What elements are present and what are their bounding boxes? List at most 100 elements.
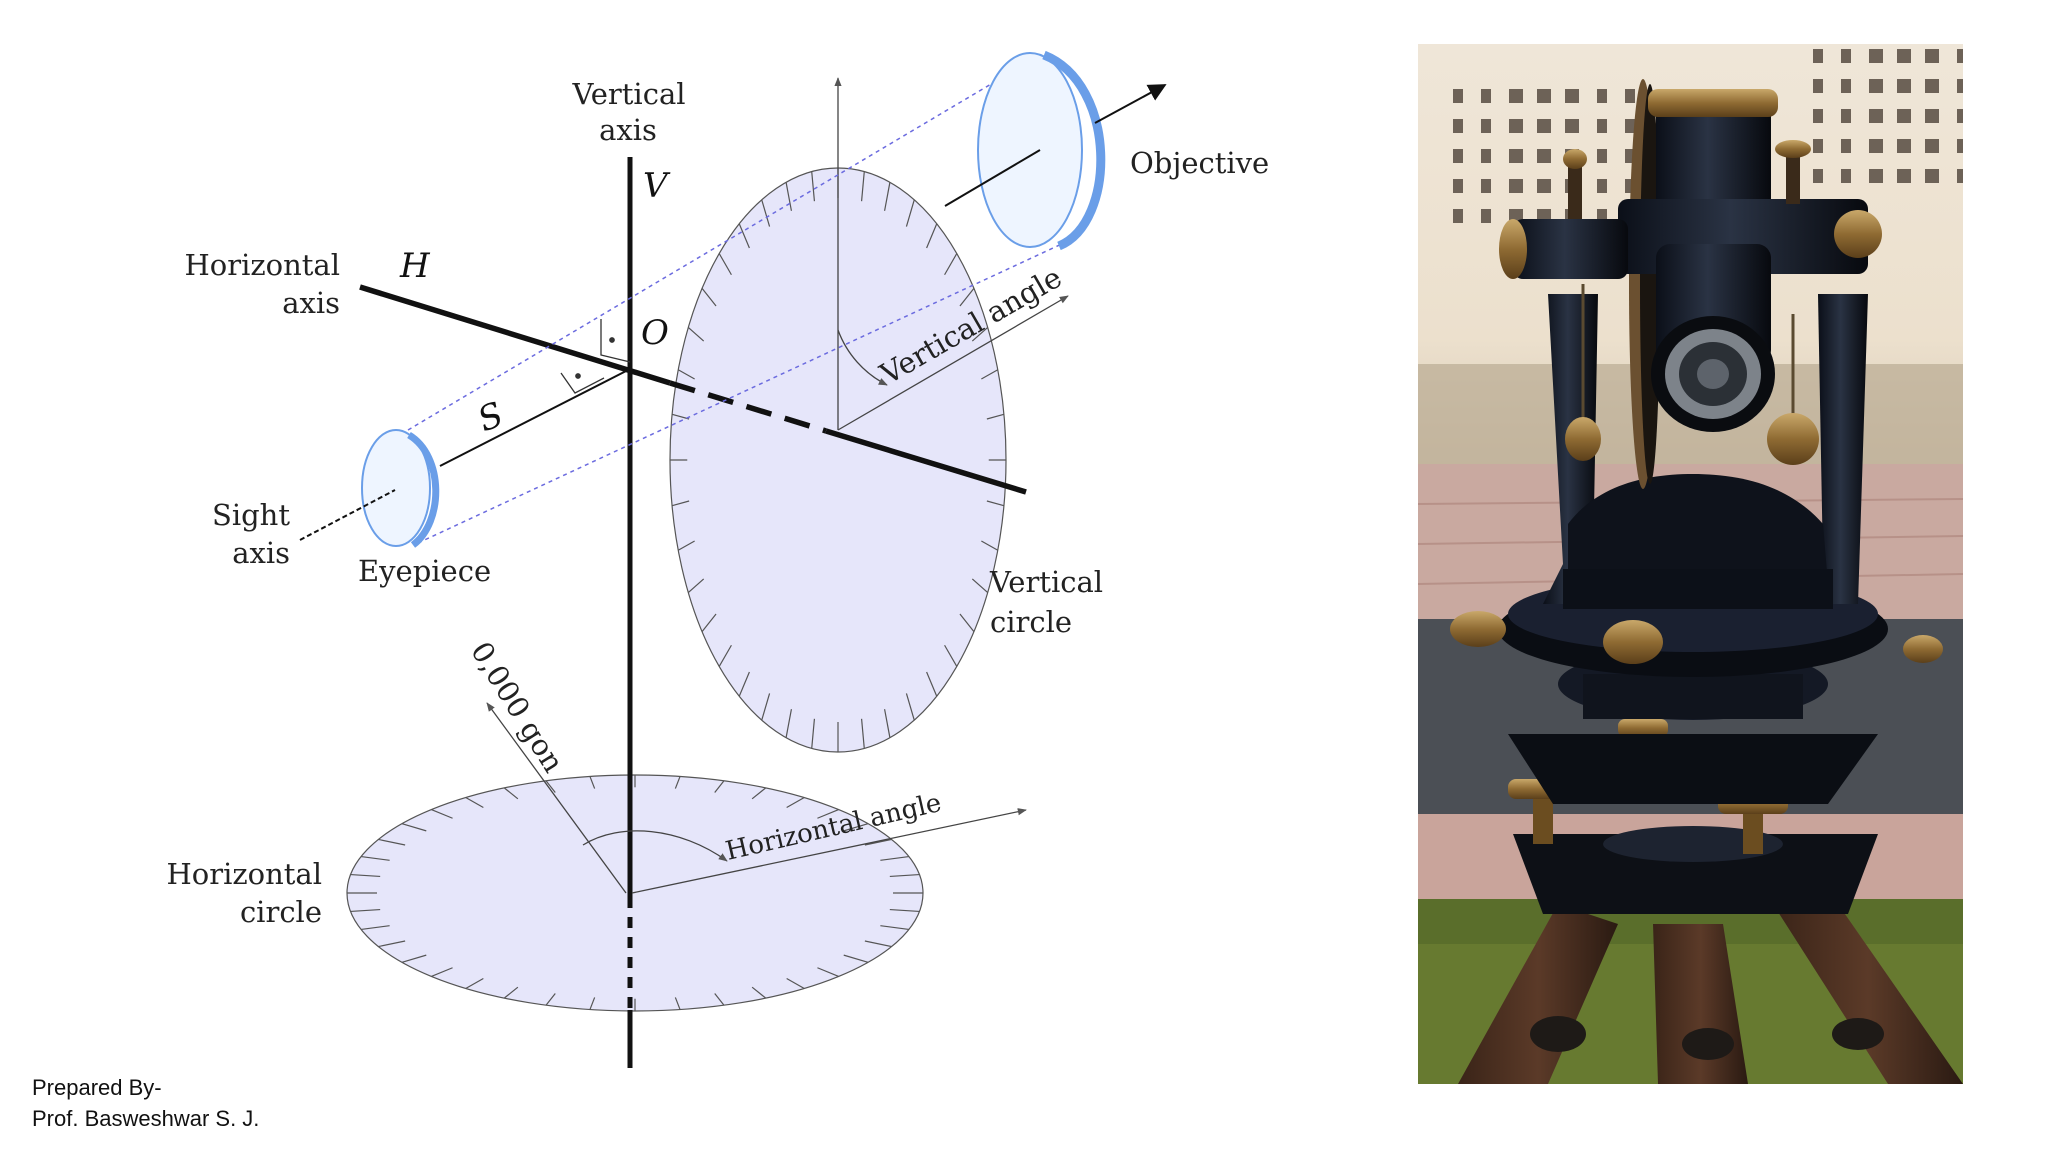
graduation-tick bbox=[944, 253, 958, 276]
graduation-tick bbox=[677, 369, 695, 380]
graduation-tick bbox=[880, 855, 909, 861]
wall-vent-hole bbox=[1625, 89, 1635, 103]
graduation-tick bbox=[738, 671, 750, 697]
vertical-axis-label-line2: axis bbox=[599, 113, 657, 147]
horizontal-axis-label-line2: axis bbox=[282, 286, 340, 320]
horizontal-angle-direction-line bbox=[631, 808, 1027, 894]
graduation-tick bbox=[401, 823, 427, 832]
wall-vent-hole bbox=[1957, 139, 1963, 153]
wall-vent-hole bbox=[1453, 179, 1463, 193]
graduation-tick bbox=[905, 693, 915, 721]
graduation-tick bbox=[701, 613, 717, 633]
graduation-tick bbox=[880, 925, 909, 931]
sight-axis-label-line2: axis bbox=[232, 536, 290, 570]
wall-vent-hole bbox=[1625, 149, 1635, 163]
graduation-tick bbox=[944, 644, 958, 667]
origin-point-label: O bbox=[641, 313, 669, 353]
wall-vent-hole bbox=[1957, 109, 1963, 123]
graduation-tick bbox=[986, 500, 1005, 507]
graduation-tick bbox=[589, 776, 596, 789]
wall-vent-hole bbox=[1841, 139, 1851, 153]
wall-vent-hole bbox=[1901, 109, 1911, 123]
wall-vent-hole bbox=[1513, 149, 1523, 163]
graduation-tick bbox=[431, 967, 453, 977]
graduation-tick bbox=[817, 809, 839, 819]
theodolite-photo bbox=[1418, 44, 1963, 1084]
graduation-tick bbox=[350, 908, 381, 913]
graduation-tick bbox=[761, 693, 771, 721]
wall-vent-hole bbox=[1513, 179, 1523, 193]
graduation-tick bbox=[687, 578, 705, 594]
wall-vent-hole bbox=[1813, 109, 1823, 123]
wall-vent-hole bbox=[1873, 169, 1883, 183]
graduation-tick bbox=[981, 540, 999, 551]
wall-vent-hole bbox=[1481, 119, 1491, 133]
sight-axis-label-line1: Sight bbox=[212, 498, 290, 532]
wall-vent-hole bbox=[1625, 119, 1635, 133]
vertical-circle-label-line2: circle bbox=[990, 605, 1072, 639]
graduation-tick bbox=[401, 954, 427, 963]
horizontal-axis-far-line bbox=[825, 428, 1027, 495]
wall-vent-hole bbox=[1873, 139, 1883, 153]
wall-vent-hole bbox=[1597, 89, 1607, 103]
graduation-tick bbox=[503, 986, 519, 999]
wall-vent-hole bbox=[1841, 49, 1851, 63]
zero-gon-label: 0,000 gon bbox=[464, 636, 571, 779]
credit-block: Prepared By- Prof. Basweshwar S. J. bbox=[32, 1072, 259, 1134]
graduation-tick bbox=[889, 908, 920, 913]
graduation-tick bbox=[718, 644, 732, 667]
wall-vent-hole bbox=[1597, 149, 1607, 163]
graduation-tick bbox=[785, 709, 793, 738]
wall-vent-hole bbox=[1957, 49, 1963, 63]
wall-vent-hole bbox=[1513, 209, 1523, 223]
graduation-tick bbox=[785, 182, 793, 211]
graduation-tick bbox=[378, 940, 406, 948]
graduation-tick bbox=[883, 182, 891, 211]
graduation-tick bbox=[959, 287, 975, 307]
wall-vent-hole bbox=[1541, 209, 1551, 223]
wall-vent-hole bbox=[1873, 109, 1883, 123]
wall-vent-hole bbox=[1957, 169, 1963, 183]
graduation-tick bbox=[738, 223, 750, 249]
graduation-tick bbox=[431, 809, 453, 819]
graduation-tick bbox=[589, 997, 596, 1010]
graduation-tick bbox=[971, 326, 989, 342]
graduation-tick bbox=[786, 797, 805, 809]
graduation-tick bbox=[926, 223, 938, 249]
vertical-axis-label-line1: Vertical bbox=[571, 77, 685, 111]
horizontal-angle-arc bbox=[582, 830, 728, 862]
horizontal-axis-label-line1: Horizontal bbox=[184, 248, 340, 282]
graduation-tick bbox=[545, 780, 556, 793]
graduation-tick bbox=[545, 993, 556, 1006]
wall-vent-hole bbox=[1597, 119, 1607, 133]
wall-vent-hole bbox=[1901, 79, 1911, 93]
wall-vent-hole bbox=[1901, 49, 1911, 63]
wall-vent-hole bbox=[1541, 179, 1551, 193]
graduation-tick bbox=[860, 171, 865, 202]
graduation-tick bbox=[350, 873, 381, 878]
graduation-tick bbox=[503, 787, 519, 800]
telescope-tube-lower-guide bbox=[417, 241, 1067, 544]
graduation-tick bbox=[889, 873, 920, 878]
eyepiece-label: Eyepiece bbox=[358, 554, 491, 588]
horizontal-circle-label-line1: Horizontal bbox=[166, 857, 322, 891]
zero-gon-direction-line bbox=[486, 702, 627, 894]
graduation-tick bbox=[378, 838, 406, 846]
graduation-tick bbox=[701, 287, 717, 307]
credit-author-name: Prof. Basweshwar S. J. bbox=[32, 1106, 260, 1131]
graduation-tick bbox=[959, 613, 975, 633]
wall-vent-hole bbox=[1841, 169, 1851, 183]
vertical-angle-line bbox=[837, 295, 1069, 431]
wall-vent-hole bbox=[1929, 49, 1939, 63]
graduation-tick bbox=[674, 776, 681, 789]
graduation-tick bbox=[981, 369, 999, 380]
wall-vent-hole bbox=[1929, 79, 1939, 93]
graduation-tick bbox=[465, 977, 484, 989]
horizontal-axis-hidden-line bbox=[669, 380, 827, 434]
wall-vent-hole bbox=[1901, 139, 1911, 153]
graduation-tick bbox=[465, 797, 484, 809]
wall-vent-hole bbox=[1873, 79, 1883, 93]
graduation-tick bbox=[671, 413, 690, 420]
vertical-axis-symbol: V bbox=[643, 166, 671, 206]
graduation-tick bbox=[926, 671, 938, 697]
